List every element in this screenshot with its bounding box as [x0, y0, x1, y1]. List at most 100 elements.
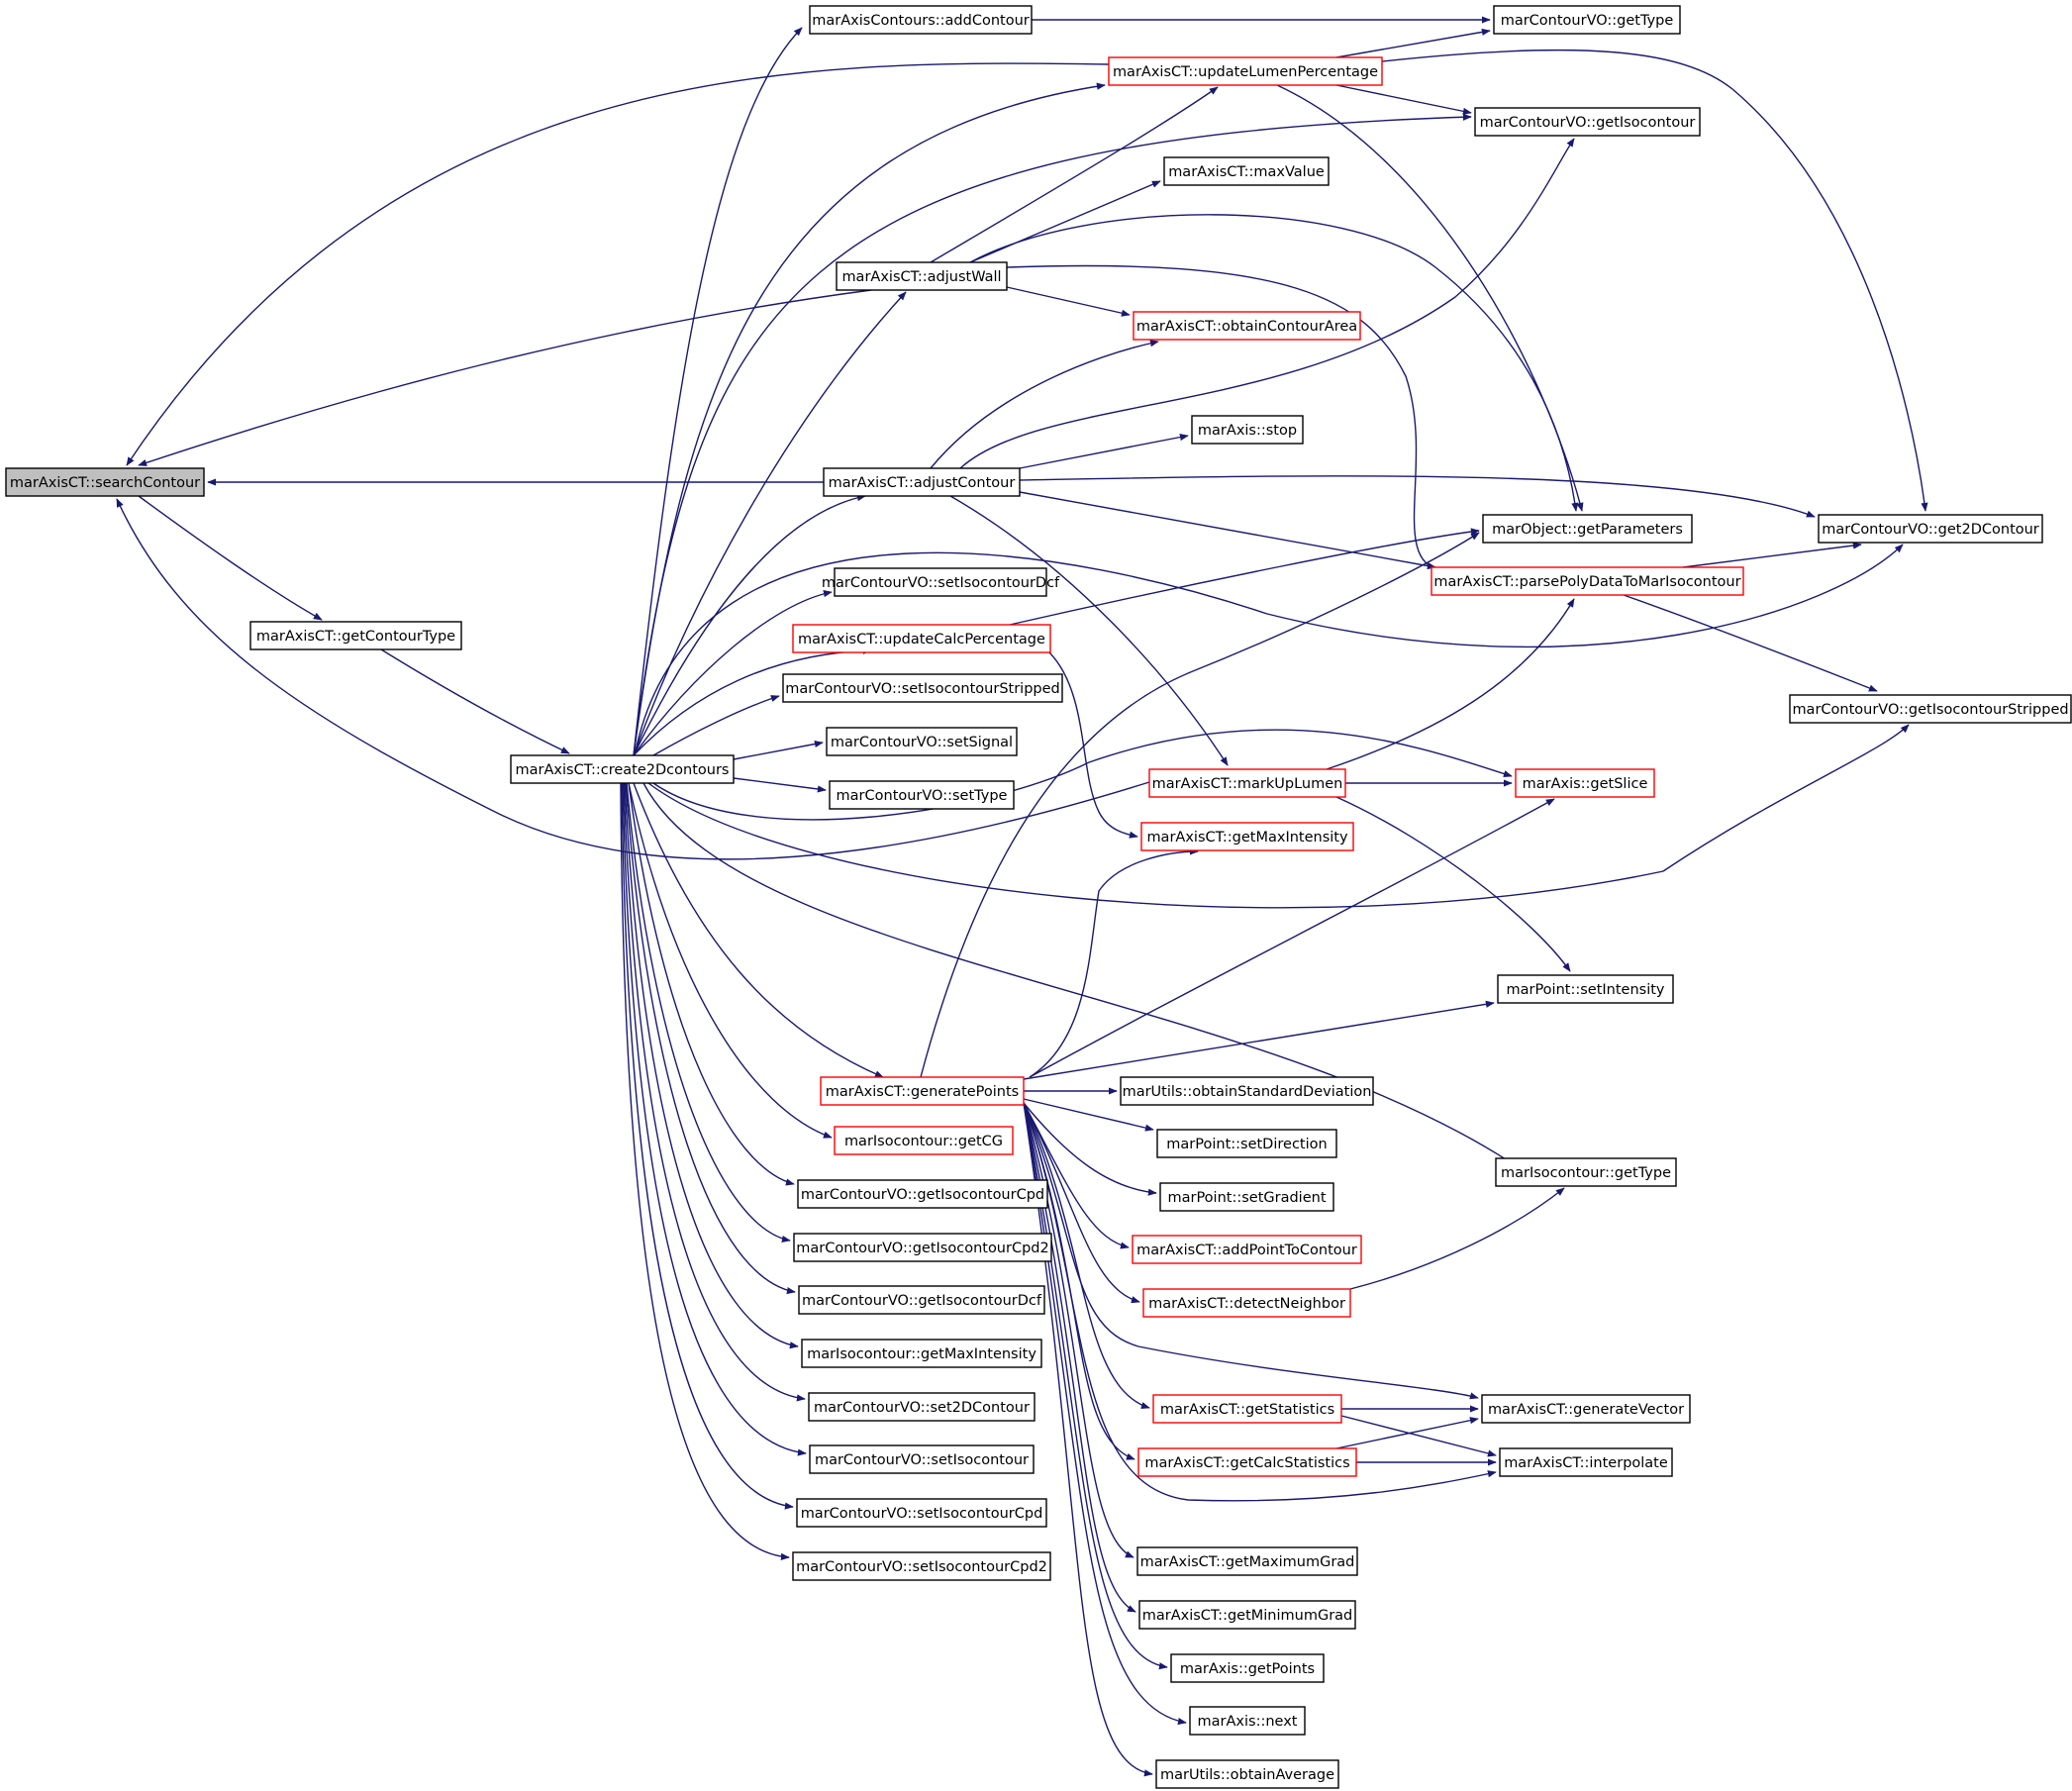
- edge-create2Dcontours-to-adjustContour: [633, 494, 866, 756]
- edge-adjustContour-to-obtainContourArea: [930, 340, 1159, 469]
- edge-create2Dcontours-to-getSlice: [652, 729, 1513, 821]
- node-box-isoGetCG: [834, 1126, 1014, 1155]
- node-searchContour[interactable]: marAxisCT::searchContour: [5, 467, 205, 497]
- node-getIsocontourCpd[interactable]: marContourVO::getIsocontourCpd: [797, 1179, 1048, 1209]
- node-box-setIsocontourCpd2: [792, 1551, 1051, 1581]
- edge-adjustContour-to-axisStop: [1019, 434, 1189, 469]
- node-getMaximumGrad[interactable]: marAxisCT::getMaximumGrad: [1136, 1546, 1358, 1576]
- node-maxValue[interactable]: marAxisCT::maxValue: [1163, 156, 1330, 186]
- node-label-interpolate: marAxisCT::interpolate: [1504, 1455, 1668, 1471]
- node-obtainAverage[interactable]: marUtils::obtainAverage: [1155, 1759, 1339, 1789]
- node-getIsocontour[interactable]: marContourVO::getIsocontour: [1474, 107, 1701, 137]
- node-label-getParameters: marObject::getParameters: [1492, 522, 1683, 538]
- edge-create2Dcontours-to-setSignal: [733, 740, 824, 760]
- node-setDirection[interactable]: marPoint::setDirection: [1156, 1129, 1337, 1158]
- node-setSignal[interactable]: marContourVO::setSignal: [826, 727, 1018, 756]
- node-getContourType[interactable]: marAxisCT::getContourType: [249, 621, 462, 650]
- node-label-parsePolyData: marAxisCT::parsePolyDataToMarIsocontour: [1433, 574, 1740, 590]
- node-setType[interactable]: marContourVO::setType: [829, 780, 1015, 810]
- node-interpolate[interactable]: marAxisCT::interpolate: [1499, 1447, 1673, 1477]
- node-detectNeighbor[interactable]: marAxisCT::detectNeighbor: [1142, 1288, 1351, 1318]
- node-box-adjustContour: [823, 467, 1021, 497]
- node-label-setIsocontourCpd: marContourVO::setIsocontourCpd: [801, 1506, 1043, 1522]
- edge-getStatistics-to-interpolate: [1340, 1415, 1497, 1457]
- node-adjustContour[interactable]: marAxisCT::adjustContour: [823, 467, 1021, 497]
- node-updateCalcPercentage[interactable]: marAxisCT::updateCalcPercentage: [792, 624, 1051, 653]
- node-obtainContourArea[interactable]: marAxisCT::obtainContourArea: [1133, 311, 1361, 341]
- node-getCalcStatistics[interactable]: marAxisCT::getCalcStatistics: [1137, 1447, 1357, 1477]
- node-label-getIsocontourCpd: marContourVO::getIsocontourCpd: [801, 1187, 1044, 1203]
- node-axisNext[interactable]: marAxis::next: [1189, 1706, 1306, 1736]
- node-setIsocontourStripped[interactable]: marContourVO::setIsocontourStripped: [782, 673, 1063, 703]
- edge-adjustWall-to-parsePolyData: [1006, 264, 1446, 574]
- node-setIsocontourCpd2[interactable]: marContourVO::setIsocontourCpd2: [792, 1551, 1051, 1581]
- node-label-adjustContour: marAxisCT::adjustContour: [829, 475, 1016, 491]
- node-getMinimumGrad[interactable]: marAxisCT::getMinimumGrad: [1138, 1600, 1356, 1630]
- node-label-cvoGetType: marContourVO::getType: [1501, 13, 1674, 29]
- node-label-updateCalcPercentage: marAxisCT::updateCalcPercentage: [798, 632, 1045, 647]
- node-axisStop[interactable]: marAxis::stop: [1191, 415, 1304, 445]
- node-box-set2DContour: [808, 1392, 1036, 1422]
- node-label-getMaximumGrad: marAxisCT::getMaximumGrad: [1140, 1554, 1355, 1570]
- edge-generatePoints-to-addPointToContour: [1023, 1102, 1130, 1249]
- node-box-interpolate: [1499, 1447, 1673, 1477]
- node-cvoGetType[interactable]: marContourVO::getType: [1493, 5, 1681, 35]
- edge-adjustWall-to-obtainContourArea: [1006, 286, 1131, 317]
- edge-create2Dcontours-to-setType: [733, 777, 827, 793]
- node-getIsocontourCpd2[interactable]: marContourVO::getIsocontourCpd2: [793, 1233, 1052, 1262]
- edge-generatePoints-to-setGradient: [1023, 1102, 1157, 1196]
- node-box-setIsocontourStripped: [782, 673, 1063, 703]
- node-setIsocontour[interactable]: marContourVO::setIsocontour: [809, 1444, 1035, 1474]
- edge-generatePoints-to-getParameters: [920, 532, 1480, 1078]
- edge-generatePoints-to-setIntensity: [1023, 1000, 1495, 1080]
- node-generateVector[interactable]: marAxisCT::generateVector: [1481, 1394, 1691, 1424]
- node-setIntensity[interactable]: marPoint::setIntensity: [1497, 974, 1674, 1004]
- node-isoGetMaxIntensity[interactable]: marIsocontour::getMaxIntensity: [801, 1339, 1042, 1368]
- node-box-setIsocontourDcf: [834, 567, 1047, 597]
- edge-create2Dcontours-to-set2DContour: [623, 782, 806, 1402]
- node-label-getMinimumGrad: marAxisCT::getMinimumGrad: [1142, 1608, 1353, 1624]
- node-updateLumenPercentage[interactable]: marAxisCT::updateLumenPercentage: [1108, 56, 1383, 86]
- node-create2Dcontours[interactable]: marAxisCT::create2Dcontours: [510, 754, 735, 784]
- node-box-setSignal: [826, 727, 1018, 756]
- node-box-obtainAverage: [1155, 1759, 1339, 1789]
- node-label-getMaxIntensity: marAxisCT::getMaxIntensity: [1146, 830, 1348, 846]
- node-getSlice[interactable]: marAxis::getSlice: [1515, 768, 1655, 798]
- node-adjustWall[interactable]: marAxisCT::adjustWall: [836, 261, 1008, 291]
- node-setIsocontourCpd[interactable]: marContourVO::setIsocontourCpd: [796, 1498, 1047, 1528]
- node-box-obtainContourArea: [1133, 311, 1361, 341]
- node-markUpLumen[interactable]: marAxisCT::markUpLumen: [1148, 768, 1346, 798]
- node-getParameters[interactable]: marObject::getParameters: [1482, 514, 1693, 544]
- node-getStatistics[interactable]: marAxisCT::getStatistics: [1152, 1394, 1342, 1424]
- node-isoGetType[interactable]: marIsocontour::getType: [1495, 1157, 1677, 1187]
- node-box-isoGetMaxIntensity: [801, 1339, 1042, 1368]
- node-addContour[interactable]: marAxisContours::addContour: [809, 5, 1033, 35]
- node-label-getSlice: marAxis::getSlice: [1523, 776, 1648, 792]
- node-label-generatePoints: marAxisCT::generatePoints: [826, 1084, 1019, 1100]
- node-set2DContour[interactable]: marContourVO::set2DContour: [808, 1392, 1036, 1422]
- node-box-isoGetType: [1495, 1157, 1677, 1187]
- edge-updateLumenPercentage-to-get2DContour: [1381, 49, 1928, 512]
- node-setIsocontourDcf[interactable]: marContourVO::setIsocontourDcf: [822, 567, 1060, 597]
- node-label-getIsocontour: marContourVO::getIsocontour: [1480, 115, 1696, 131]
- node-isoGetCG[interactable]: marIsocontour::getCG: [834, 1126, 1014, 1155]
- edge-create2Dcontours-to-isoGetType: [642, 782, 1545, 1187]
- edge-adjustWall-to-searchContour: [138, 289, 872, 466]
- node-box-getMaximumGrad: [1136, 1546, 1358, 1576]
- edge-create2Dcontours-to-getIsocontourCpd2: [626, 782, 791, 1243]
- node-box-setDirection: [1156, 1129, 1337, 1158]
- node-addPointToContour[interactable]: marAxisCT::addPointToContour: [1132, 1235, 1362, 1264]
- node-getIsocontourDcf[interactable]: marContourVO::getIsocontourDcf: [798, 1285, 1045, 1315]
- node-parsePolyData[interactable]: marAxisCT::parsePolyDataToMarIsocontour: [1431, 566, 1744, 596]
- node-getMaxIntensity[interactable]: marAxisCT::getMaxIntensity: [1140, 822, 1354, 851]
- node-axisGetPoints[interactable]: marAxis::getPoints: [1170, 1653, 1325, 1683]
- node-get2DContour[interactable]: marContourVO::get2DContour: [1818, 514, 2043, 544]
- node-getIsocontourStripped[interactable]: marContourVO::getIsocontourStripped: [1789, 694, 2072, 724]
- edge-create2Dcontours-to-setIsocontourCpd2: [620, 782, 790, 1560]
- node-box-cvoGetType: [1493, 5, 1681, 35]
- node-obtainStdDev[interactable]: marUtils::obtainStandardDeviation: [1120, 1076, 1374, 1106]
- node-setGradient[interactable]: marPoint::setGradient: [1159, 1182, 1334, 1212]
- node-box-setType: [829, 780, 1015, 810]
- node-generatePoints[interactable]: marAxisCT::generatePoints: [820, 1076, 1025, 1106]
- node-label-setGradient: marPoint::setGradient: [1167, 1190, 1326, 1206]
